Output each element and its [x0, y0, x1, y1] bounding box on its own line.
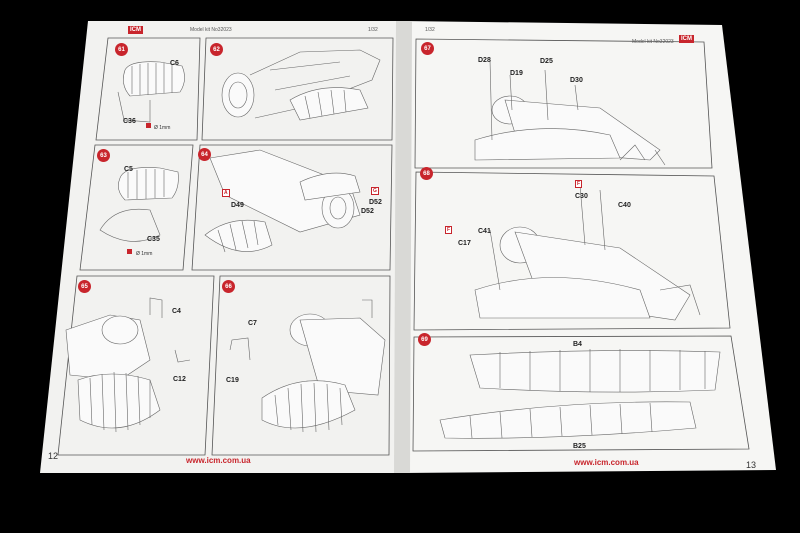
step-69: 69 [418, 333, 431, 346]
step-62: 62 [210, 43, 223, 56]
part-label: D52 [369, 199, 382, 206]
callout-flag: G [371, 187, 379, 195]
step-64: 64 [198, 148, 211, 161]
step-61: 61 [115, 43, 128, 56]
right-header-model: Model kit No32023 [632, 39, 674, 45]
drawing-68 [474, 184, 701, 321]
drawing-67 [474, 59, 666, 166]
drill-note: Ø 1mm [154, 125, 171, 131]
part-label: B4 [573, 341, 582, 348]
page-gutter-shadow [394, 21, 412, 473]
left-panels [57, 37, 394, 456]
drawing-61 [117, 61, 185, 128]
drill-note: Ø 1mm [136, 251, 153, 257]
drawing-63 [99, 167, 179, 254]
drawing-66 [229, 299, 386, 433]
panel-67 [414, 38, 713, 169]
drawing-62 [221, 49, 381, 121]
step-65: 65 [78, 280, 91, 293]
panel-63 [79, 144, 194, 271]
part-label: C17 [458, 240, 471, 247]
left-logo: ICM [128, 26, 143, 34]
part-label: C30 [575, 193, 588, 200]
callout-flag: F [575, 180, 583, 188]
part-label: C5 [124, 166, 133, 173]
panel-65 [57, 275, 215, 456]
part-label: D49 [231, 202, 244, 209]
part-label: C36 [123, 118, 136, 125]
part-label: B25 [573, 443, 586, 450]
panel-66 [211, 275, 391, 456]
part-label: D30 [570, 77, 583, 84]
step-67: 67 [421, 42, 434, 55]
part-label: C4 [172, 308, 181, 315]
part-label: C12 [173, 376, 186, 383]
drawing-64 [204, 149, 361, 253]
part-label: D19 [510, 70, 523, 77]
callout-flag: A [222, 189, 230, 197]
drawing-69 [439, 349, 721, 439]
callout-flag: F [445, 226, 453, 234]
step-68: 68 [420, 167, 433, 180]
left-url: www.icm.com.ua [186, 456, 251, 465]
part-label: C35 [147, 236, 160, 243]
right-logo: ICM [679, 35, 694, 43]
step-63: 63 [97, 149, 110, 162]
panel-64 [191, 144, 393, 271]
panel-68 [413, 171, 731, 331]
part-label: C40 [618, 202, 631, 209]
right-url: www.icm.com.ua [574, 458, 639, 467]
right-header-scale: 1/32 [425, 27, 435, 33]
part-label: D28 [478, 57, 491, 64]
part-label: C41 [478, 228, 491, 235]
part-label: C6 [170, 60, 179, 67]
left-page-number: 12 [48, 451, 59, 461]
right-page-number: 13 [746, 460, 757, 470]
right-panels [412, 38, 750, 452]
panel-69 [412, 335, 750, 452]
drawing-65 [65, 297, 191, 433]
panel-61 [95, 37, 201, 141]
step-66: 66 [222, 280, 235, 293]
left-header-model: Model kit No32023 [190, 27, 232, 33]
part-label: C7 [248, 320, 257, 327]
left-header-scale: 1/32 [368, 27, 378, 33]
panel-62 [201, 37, 394, 141]
part-label: C19 [226, 377, 239, 384]
part-label: D25 [540, 58, 553, 65]
part-label: D52 [361, 208, 374, 215]
